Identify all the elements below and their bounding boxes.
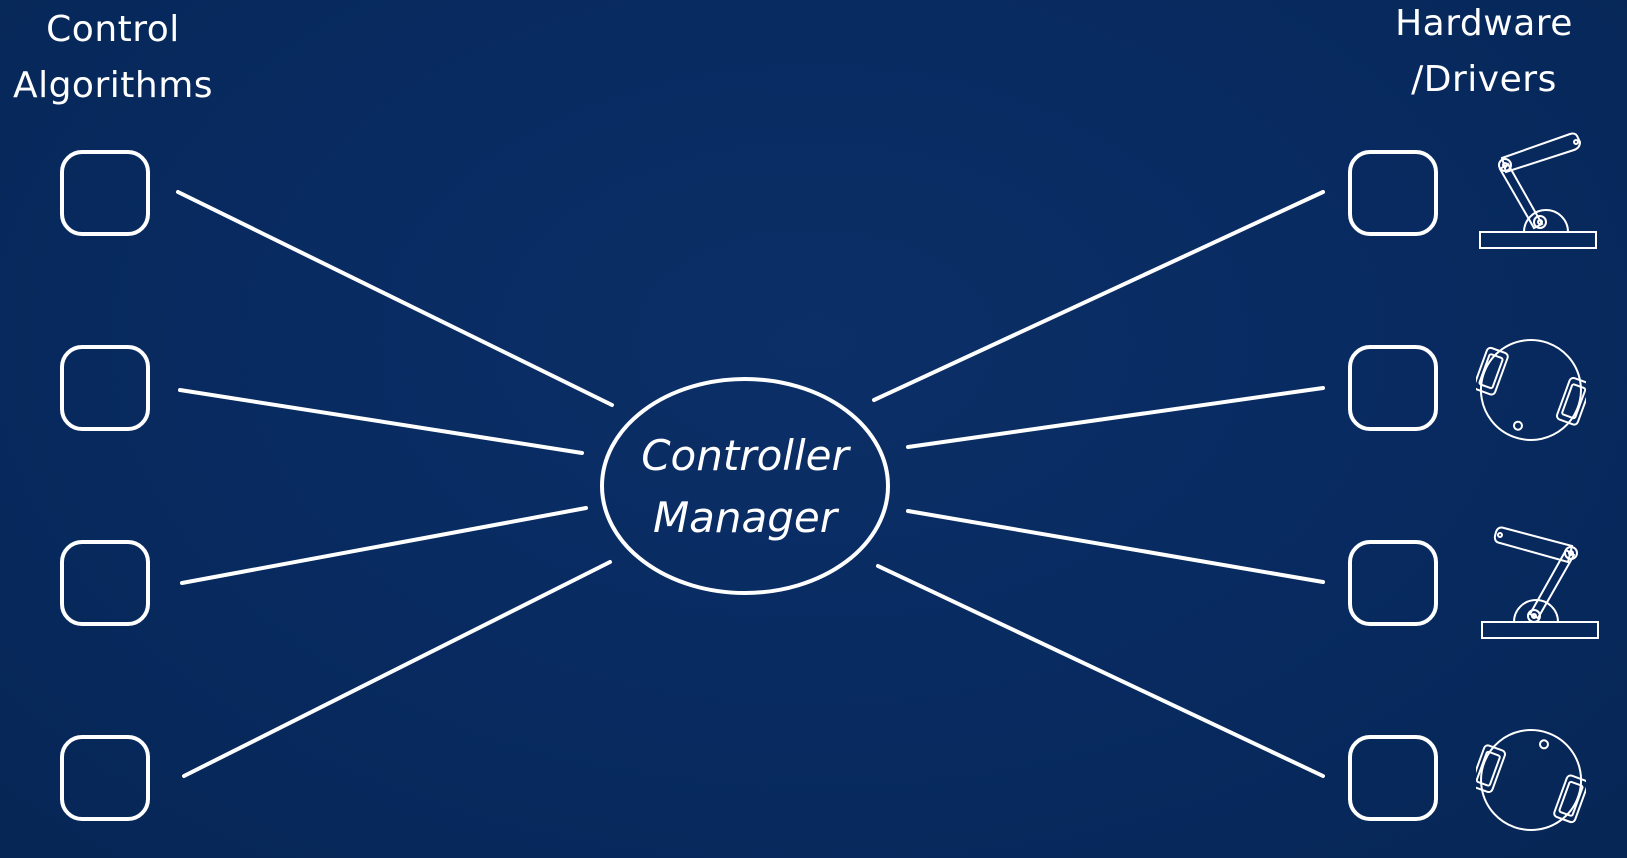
- wire-right-3: [906, 509, 1325, 584]
- robot-arm-icon: [1481, 526, 1599, 639]
- controller-manager-label: Controller Manager: [600, 425, 890, 549]
- control-algorithm-node-2: [60, 345, 150, 431]
- right-heading-line-2: /Drivers: [1411, 59, 1557, 100]
- wire-left-4: [182, 560, 612, 778]
- robot-arm-icon: [1479, 132, 1597, 249]
- wire-left-3: [180, 506, 588, 585]
- wire-left-1: [176, 190, 614, 407]
- control-algorithm-node-1: [60, 150, 150, 236]
- hardware-driver-node-3: [1348, 540, 1438, 626]
- wire-right-4: [876, 564, 1325, 778]
- right-heading-line-1: Hardware: [1395, 3, 1573, 44]
- hardware-driver-node-1: [1348, 150, 1438, 236]
- left-heading-line-1: Control: [46, 9, 180, 50]
- mobile-robot-icon: [1476, 729, 1586, 832]
- control-algorithm-node-4: [60, 735, 150, 821]
- hardware-driver-node-2: [1348, 345, 1438, 431]
- wire-right-2: [906, 386, 1325, 449]
- hub-label-line-1: Controller: [641, 431, 849, 480]
- control-algorithm-node-3: [60, 540, 150, 626]
- hardware-driver-node-4: [1348, 735, 1438, 821]
- mobile-robot-icon: [1476, 338, 1586, 441]
- wire-left-2: [178, 388, 584, 455]
- wire-right-1: [872, 190, 1325, 402]
- control-algorithms-heading: Control Algorithms: [0, 2, 226, 114]
- controller-manager-hub: [600, 377, 890, 595]
- left-heading-line-2: Algorithms: [12, 65, 214, 106]
- hardware-drivers-heading: Hardware /Drivers: [1388, 0, 1580, 108]
- hub-label-line-2: Manager: [652, 493, 838, 542]
